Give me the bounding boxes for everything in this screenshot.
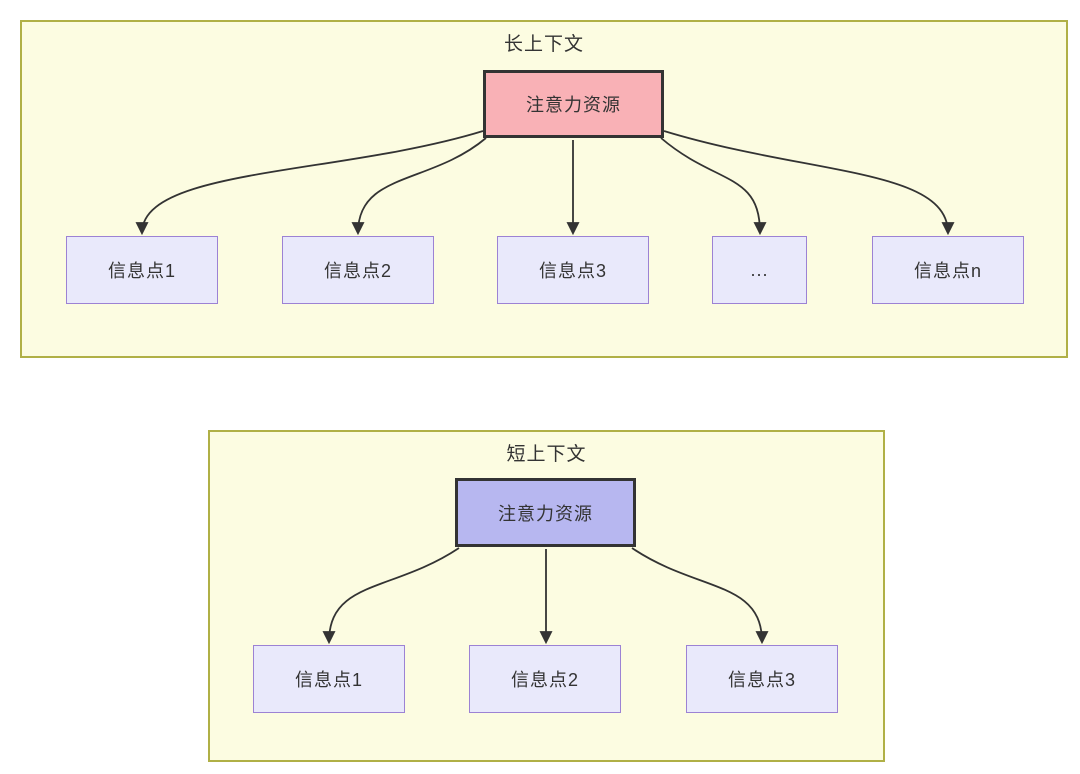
attention-resource-box-long: 注意力资源 (483, 70, 664, 138)
info-box-long-n: 信息点n (872, 236, 1024, 304)
info-box-label: 信息点1 (107, 261, 176, 281)
info-box-short-1: 信息点1 (253, 645, 405, 713)
info-box-short-3: 信息点3 (686, 645, 838, 713)
info-box-label: 信息点1 (294, 670, 363, 690)
info-box-label: 信息点2 (323, 261, 392, 281)
info-box-label: 信息点3 (538, 261, 607, 281)
attention-resource-label-short: 注意力资源 (498, 503, 593, 524)
info-box-short-2: 信息点2 (469, 645, 621, 713)
info-box-label: 信息点2 (510, 670, 579, 690)
attention-resource-box-short: 注意力资源 (455, 478, 636, 547)
info-box-long-ellipsis: ... (712, 236, 807, 304)
attention-resource-label-long: 注意力资源 (526, 95, 621, 115)
info-box-long-2: 信息点2 (282, 236, 434, 304)
short-context-title: 短上下文 (506, 444, 587, 465)
info-box-label: ... (750, 259, 769, 280)
info-box-label: 信息点n (913, 261, 982, 281)
info-box-label: 信息点3 (727, 670, 796, 690)
info-box-long-1: 信息点1 (66, 236, 218, 304)
long-context-title: 长上下文 (503, 34, 584, 55)
info-box-long-3: 信息点3 (497, 236, 649, 304)
